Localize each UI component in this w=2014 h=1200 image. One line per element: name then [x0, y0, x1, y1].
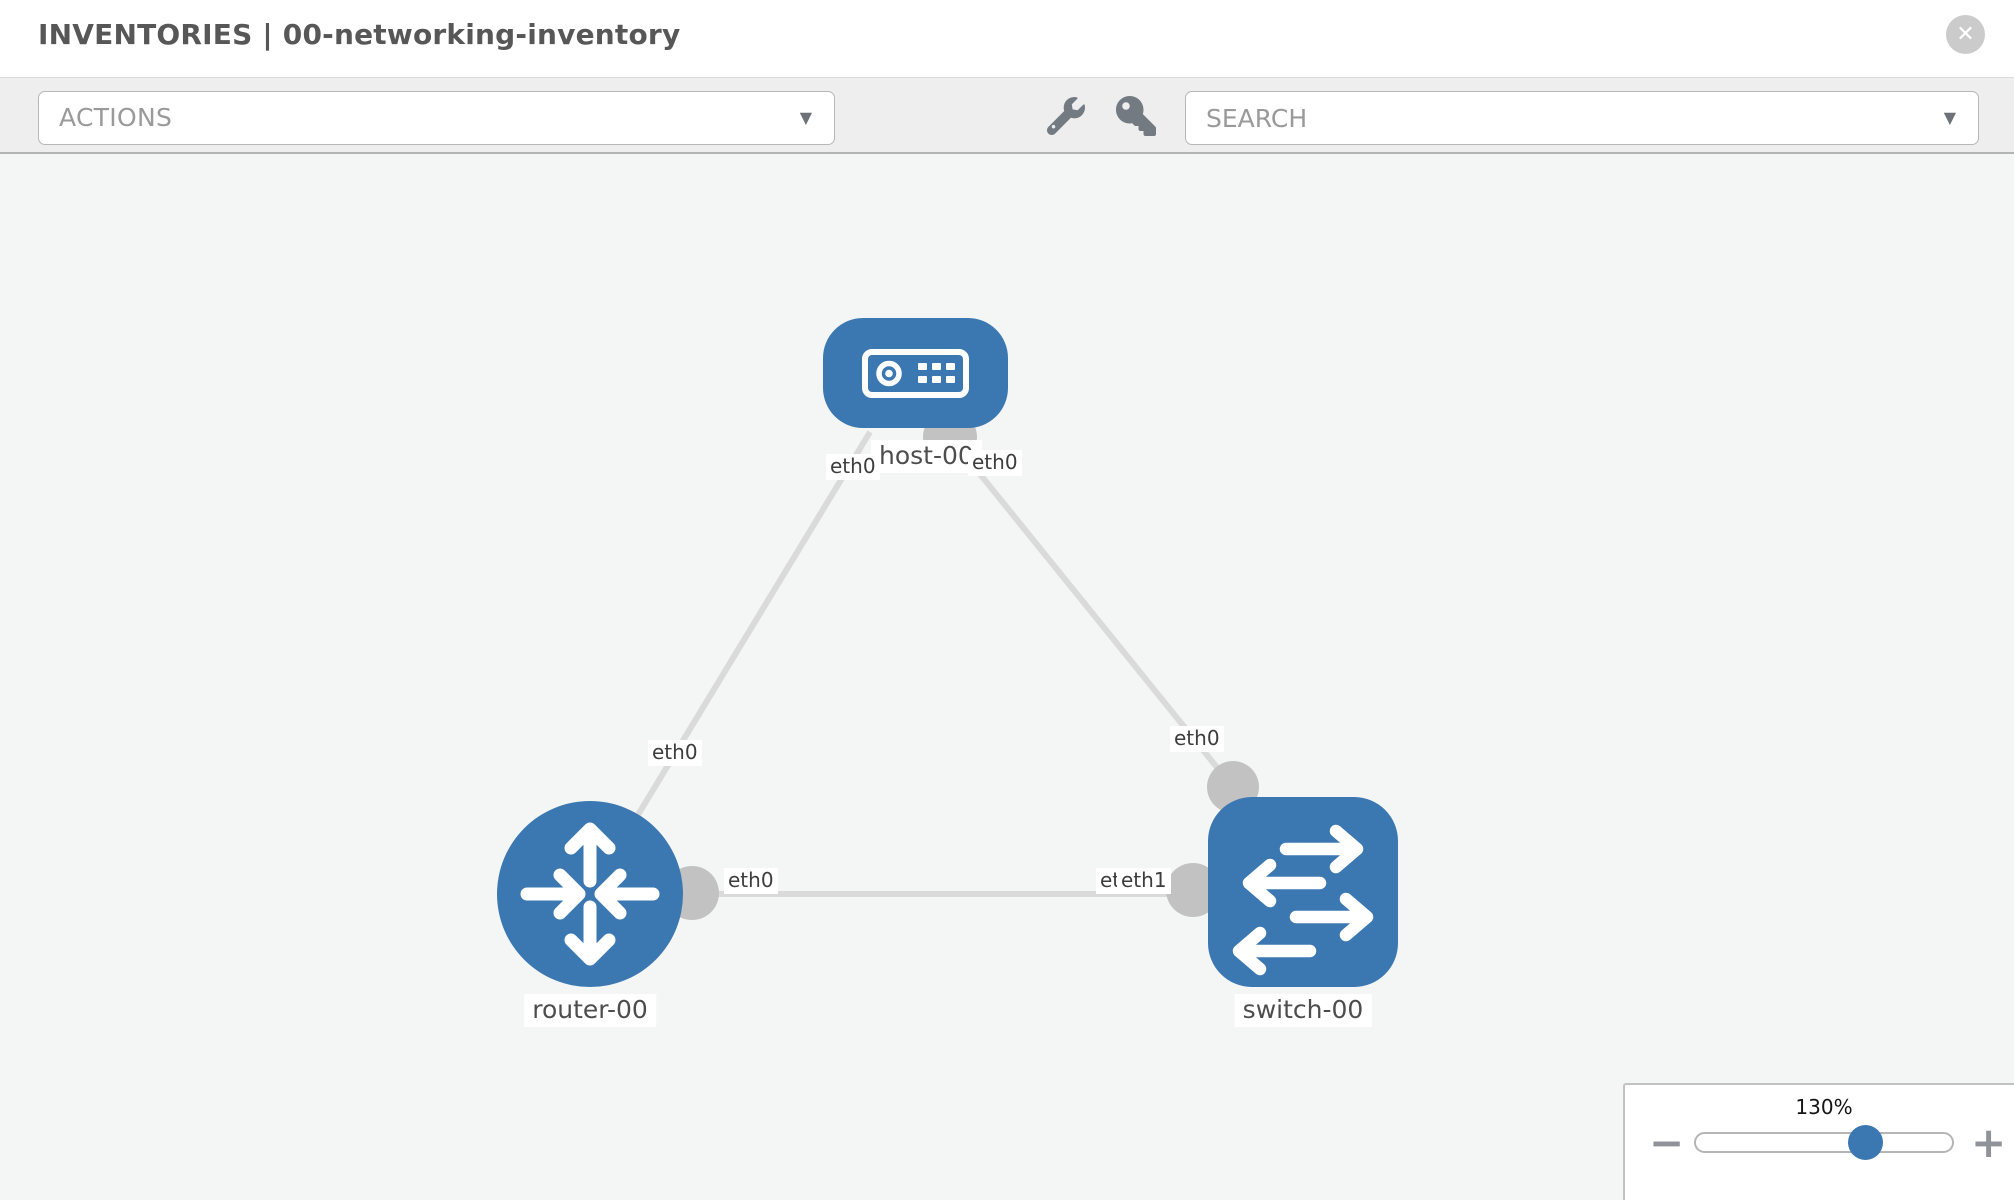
switch-icon — [1232, 824, 1374, 976]
close-icon: ✕ — [1956, 21, 1975, 47]
search-dropdown[interactable]: ▼ — [1185, 91, 1979, 145]
interface-label-host-eth0-right: eth0 — [968, 450, 1022, 476]
actions-dropdown-label: ACTIONS — [59, 103, 173, 132]
minus-icon: − — [1649, 1118, 1685, 1167]
node-router-00[interactable] — [497, 801, 683, 987]
zoom-slider-track[interactable] — [1694, 1132, 1954, 1153]
actions-dropdown[interactable]: ACTIONS ▼ — [38, 91, 835, 145]
interface-label-router-eth0-up: eth0 — [648, 740, 702, 766]
node-host-00[interactable] — [823, 318, 1008, 428]
topology-canvas[interactable]: host-00 router-00 switch-00 eth0 eth0 et… — [0, 154, 2014, 1200]
interface-label-host-eth0-left: eth0 — [826, 454, 880, 480]
zoom-panel: 130% − + — [1623, 1083, 2014, 1200]
topology-edges — [587, 410, 1303, 920]
search-input[interactable] — [1186, 92, 1978, 144]
host-icon — [862, 349, 969, 398]
chevron-down-icon: ▼ — [1943, 108, 1956, 127]
node-label-router: router-00 — [524, 994, 656, 1027]
page-title: INVENTORIES | 00-networking-inventory — [38, 18, 681, 51]
plus-icon: + — [1971, 1118, 2007, 1167]
node-label-switch: switch-00 — [1234, 994, 1372, 1027]
router-icon — [520, 822, 660, 966]
interface-label-overlap: eth0 eth1 — [1096, 868, 1171, 894]
toolbar: ACTIONS ▼ ▼ — [0, 78, 2014, 154]
wrench-icon — [1047, 97, 1085, 135]
close-button[interactable]: ✕ — [1946, 15, 1985, 54]
key-icon — [1116, 96, 1156, 136]
interface-label-switch-eth0: eth0 — [1170, 726, 1224, 752]
interface-label-router-eth0-right: eth0 — [724, 868, 778, 894]
interface-dot — [1166, 863, 1220, 917]
window-header: INVENTORIES | 00-networking-inventory ✕ — [0, 0, 2014, 78]
zoom-in-button[interactable]: + — [1971, 1122, 2006, 1164]
key-button[interactable] — [1108, 78, 1164, 154]
chevron-down-icon: ▼ — [799, 108, 812, 127]
zoom-slider-thumb[interactable] — [1848, 1125, 1883, 1160]
zoom-level-label: 130% — [1795, 1095, 1853, 1119]
wrench-button[interactable] — [1040, 78, 1092, 154]
interface-label-switch-eth1: eth1 — [1117, 868, 1171, 894]
node-label-host: host-00 — [871, 440, 982, 473]
zoom-out-button[interactable]: − — [1649, 1122, 1684, 1164]
node-switch-00[interactable] — [1208, 797, 1398, 987]
